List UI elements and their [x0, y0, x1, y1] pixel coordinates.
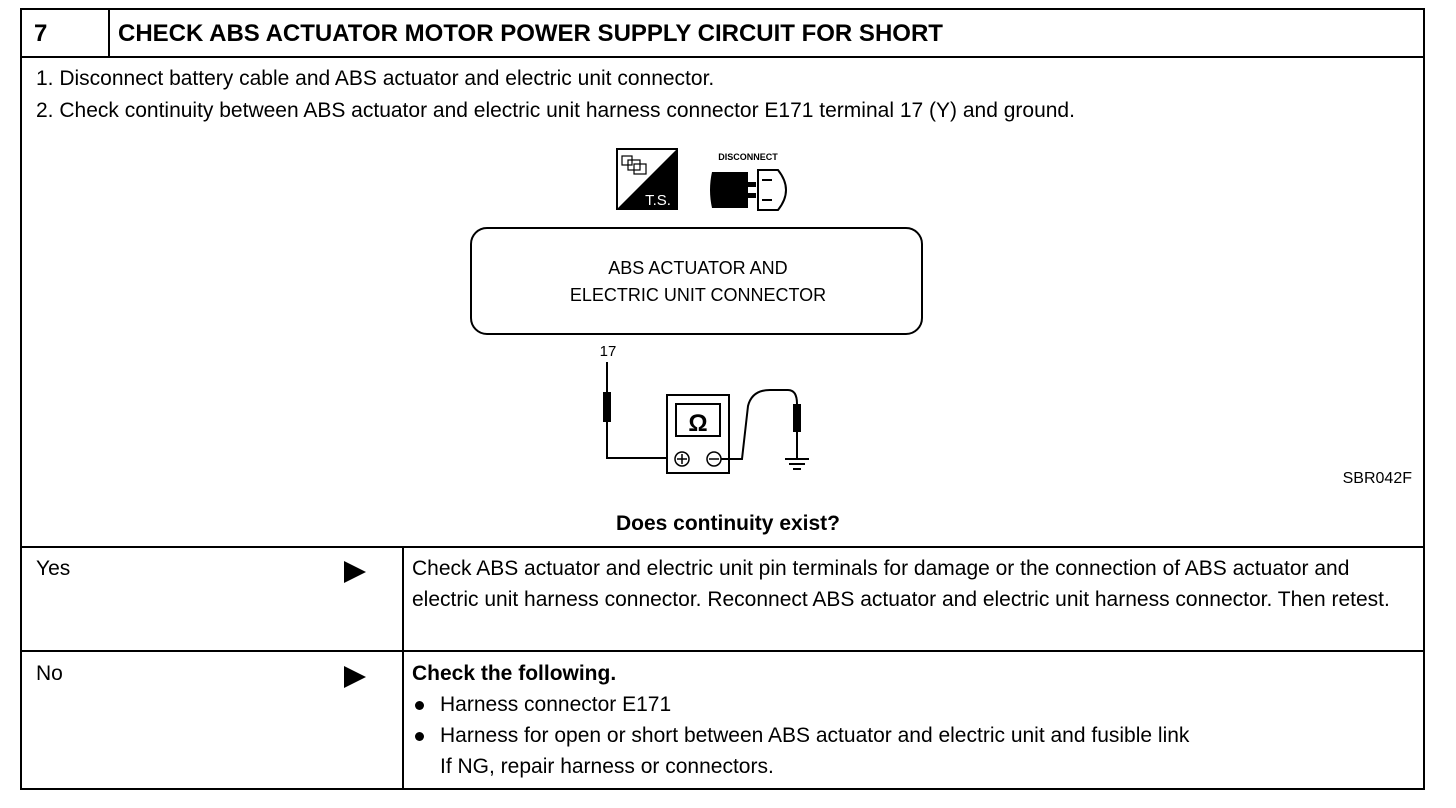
continuity-check-diagram: T.S. DISCONNECT ABS ACTUATOR AND ELECTRI… [470, 148, 923, 474]
ohm-symbol: Ω [688, 410, 707, 437]
ohmmeter: Ω [666, 394, 730, 474]
instruction-1: 1. Disconnect battery cable and ABS actu… [36, 67, 715, 90]
bullet-icon [415, 701, 424, 710]
list-item: Harness for open or short between ABS ac… [412, 720, 1412, 751]
negative-probe [793, 404, 801, 432]
figure-code: SBR042F [1342, 470, 1412, 487]
connector-box [470, 227, 923, 335]
answer-no-result: Check the following. Harness connector E… [412, 658, 1412, 782]
connector-label-line1: ABS ACTUATOR AND [608, 258, 787, 278]
answer-yes-result: Check ABS actuator and electric unit pin… [412, 557, 1390, 611]
answers-middle-divider [20, 650, 1425, 652]
step-title: CHECK ABS ACTUATOR MOTOR POWER SUPPLY CI… [118, 20, 943, 47]
ts-icon: T.S. [616, 148, 678, 210]
bullet-icon [415, 732, 424, 741]
ground-icon [785, 458, 809, 470]
answer-yes-label: Yes [36, 557, 71, 580]
ts-icon-label: T.S. [645, 192, 671, 209]
step-number: 7 [34, 20, 48, 47]
step-header [20, 8, 1425, 58]
question: Does continuity exist? [615, 512, 841, 535]
positive-probe [603, 392, 611, 422]
answer-no-label: No [36, 662, 63, 685]
answer-no-heading: Check the following. [412, 662, 617, 685]
connector-label-line2: ELECTRIC UNIT CONNECTOR [570, 285, 826, 305]
answer-no-note: If NG, repair harness or connectors. [440, 755, 774, 778]
arrow-right-icon [344, 561, 366, 583]
instruction-2: 2. Check continuity between ABS actuator… [36, 99, 1075, 122]
terminal-label: 17 [600, 343, 617, 360]
header-divider [108, 8, 110, 58]
bullet-text: Harness connector E171 [440, 693, 672, 716]
answers-column-divider [402, 546, 404, 789]
disconnect-icon-label: DISCONNECT [718, 152, 778, 162]
list-item: Harness connector E171 [412, 689, 1412, 720]
bullet-text: Harness for open or short between ABS ac… [440, 724, 1190, 747]
answers-top-divider [20, 546, 1425, 548]
disconnect-icon: DISCONNECT [710, 152, 788, 211]
arrow-right-icon [344, 666, 366, 688]
